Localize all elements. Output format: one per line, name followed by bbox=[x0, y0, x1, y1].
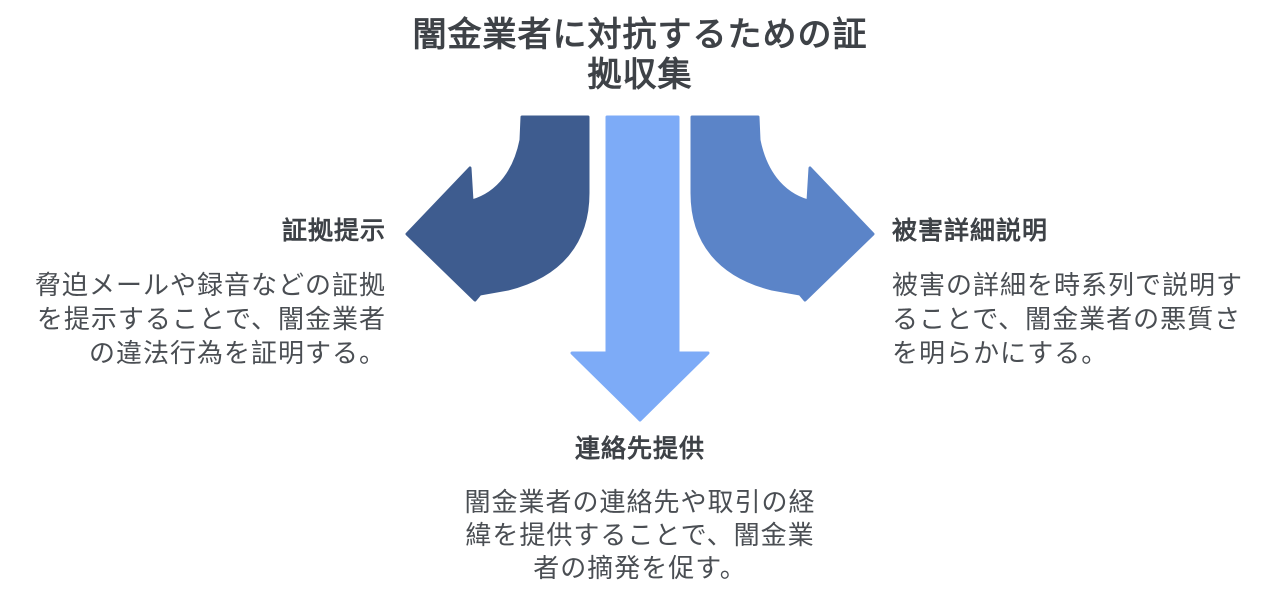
section-heading: 被害詳細説明 bbox=[892, 217, 1049, 245]
body-line: を明らかにする。 bbox=[892, 338, 1109, 368]
section-body: 脅迫メールや録音などの証拠 を提示することで、闇金業者 の違法行為を証明する。 bbox=[0, 268, 386, 370]
title-line-1: 闇金業者に対抗するための証 bbox=[412, 16, 868, 54]
section-heading: 連絡先提供 bbox=[574, 435, 705, 463]
body-line: 緯を提供することで、闇金業 bbox=[465, 520, 815, 550]
section-heading: 証拠提示 bbox=[281, 217, 386, 245]
straight-arrow-down-icon bbox=[570, 115, 710, 422]
curved-arrow-right-icon bbox=[690, 115, 875, 302]
section-contact-info-provision: 連絡先提供 闇金業者の連絡先や取引の経 緯を提供することで、闇金業 者の摘発を促… bbox=[445, 434, 835, 585]
diagram-title: 闇金業者に対抗するための証 拠収集 bbox=[0, 15, 1280, 95]
body-line: の違法行為を証明する。 bbox=[88, 338, 386, 368]
section-damage-detail-explanation: 被害詳細説明 被害の詳細を時系列で説明す ることで、闇金業者の悪質さ を明らかに… bbox=[892, 216, 1280, 370]
body-line: 闇金業者の連絡先や取引の経 bbox=[464, 487, 816, 517]
section-body: 闇金業者の連絡先や取引の経 緯を提供することで、闇金業 者の摘発を促す。 bbox=[445, 486, 835, 585]
body-line: 者の摘発を促す。 bbox=[533, 553, 747, 583]
curved-arrow-left-icon bbox=[405, 115, 590, 302]
body-line: 脅迫メールや録音などの証拠 bbox=[34, 270, 386, 300]
body-line: 被害の詳細を時系列で説明す bbox=[892, 270, 1244, 300]
title-line-2: 拠収集 bbox=[587, 56, 693, 94]
body-line: を提示することで、闇金業者 bbox=[36, 304, 386, 334]
body-line: ることで、闇金業者の悪質さ bbox=[892, 304, 1242, 334]
section-body: 被害の詳細を時系列で説明す ることで、闇金業者の悪質さ を明らかにする。 bbox=[892, 268, 1280, 370]
section-evidence-presentation: 証拠提示 脅迫メールや録音などの証拠 を提示することで、闇金業者 の違法行為を証… bbox=[0, 216, 386, 370]
